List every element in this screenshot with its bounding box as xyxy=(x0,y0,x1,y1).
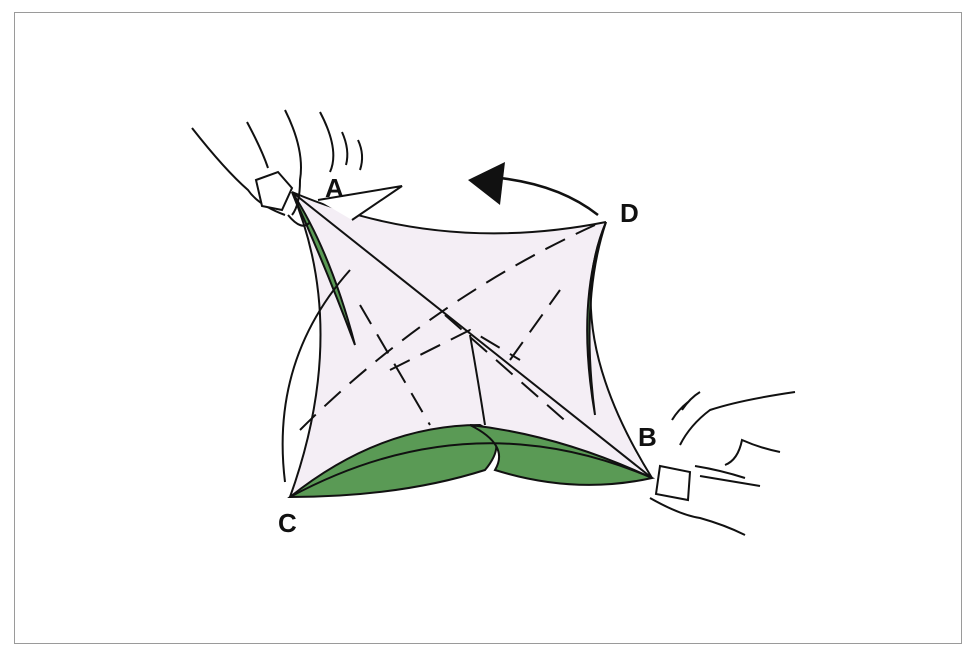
right-hand-icon xyxy=(650,392,795,535)
corner-label-a: A xyxy=(325,173,344,203)
corner-label-d: D xyxy=(620,198,639,228)
curved-arrow-left-icon xyxy=(468,162,598,215)
corner-label-b: B xyxy=(638,422,657,452)
corner-label-c: C xyxy=(278,508,297,538)
